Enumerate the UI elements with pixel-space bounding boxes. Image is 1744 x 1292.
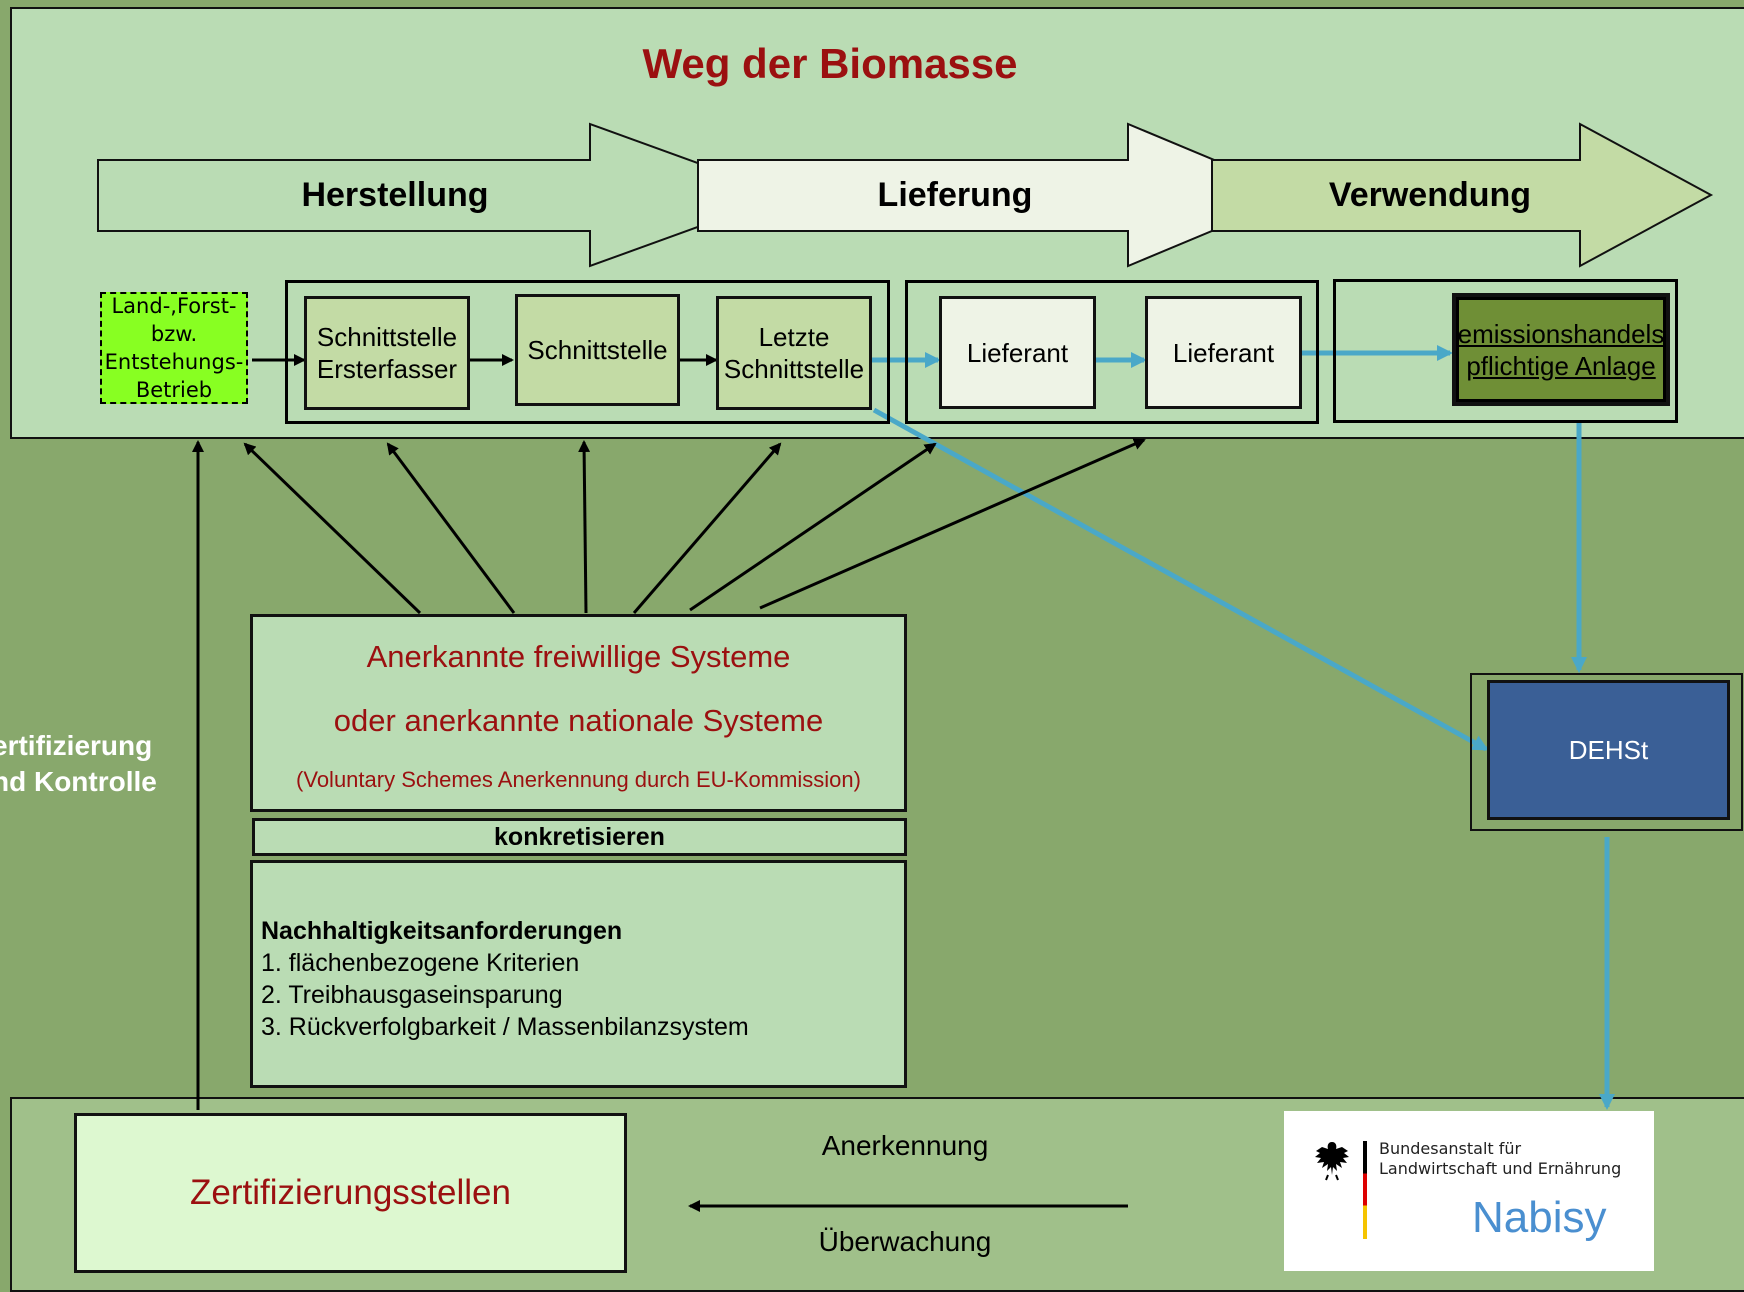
group-delivery (905, 280, 1319, 424)
konkretisieren-box: konkretisieren (252, 818, 907, 856)
group-use (1333, 279, 1678, 423)
schemes-line-1: Anerkannte freiwillige Systeme (366, 639, 791, 674)
requirement-item-2: 2. Treibhausgaseinsparung (261, 981, 563, 1009)
logo-institution-line-1: Bundesanstalt für (1379, 1139, 1522, 1158)
first-collector-line-1: Schnittstelle (316, 322, 458, 352)
last-interface-line-2: Schnittstelle (723, 354, 865, 384)
node-farm: Land-,Forst- bzw. Entstehungs- Betrieb (100, 292, 248, 404)
requirements-box: Nachhaltigkeitsanforderungen 1. flächenb… (250, 860, 907, 1088)
schemes-line-2: oder anerkannte nationale Systeme (333, 703, 824, 738)
group-production (285, 280, 890, 424)
control-arrow-4 (632, 442, 782, 614)
stage-label-use: Verwendung (1328, 176, 1532, 214)
side-label-line-2: nd Kontrolle (0, 766, 157, 797)
plant-line-1: emissionshandels (1457, 318, 1665, 349)
stage-label-production: Herstellung (301, 176, 489, 214)
control-arrow-6 (759, 438, 1146, 610)
node-last-interface: Letzte Schnittstelle (716, 296, 872, 410)
schemes-line-3: (Voluntary Schemes Anerkennung durch EU-… (296, 767, 861, 792)
arrow-last-to-dehst (872, 407, 1489, 752)
flag-bar (1363, 1141, 1367, 1239)
dehst-frame (1470, 673, 1743, 831)
recognition-label: Anerkennung (821, 1130, 989, 1161)
side-label: ertifizierung nd Kontrolle (0, 728, 192, 800)
logo-institution-line-2: Landwirtschaft und Ernährung (1379, 1159, 1622, 1178)
node-first-collector: Schnittstelle Ersterfasser (304, 296, 470, 410)
control-arrow-5 (689, 442, 937, 612)
node-supplier-2: Lieferant (1145, 296, 1302, 409)
logo-nabisy: Nabisy (1472, 1193, 1607, 1242)
control-arrow-3 (578, 440, 591, 614)
node-plant: emissionshandels pflichtige Anlage (1452, 293, 1670, 406)
farm-line-4: Betrieb (135, 378, 213, 402)
node-supplier-1: Lieferant (939, 296, 1096, 409)
side-label-line-1: ertifizierung (0, 730, 153, 761)
last-interface-line-1: Letzte (758, 322, 830, 352)
certifiers-box: Zertifizierungsstellen (74, 1113, 627, 1273)
dehst-box: DEHSt (1487, 680, 1730, 820)
stage-arrow-production (97, 122, 789, 268)
requirements-heading: Nachhaltigkeitsanforderungen (261, 917, 623, 945)
requirement-item-1: 1. flächenbezogene Kriterien (261, 949, 580, 977)
plant-line-2: pflichtige Anlage (1466, 350, 1656, 381)
node-interface: Schnittstelle (515, 294, 680, 406)
schemes-box: Anerkannte freiwillige Systeme oder aner… (250, 614, 907, 812)
stage-label-delivery: Lieferung (877, 176, 1033, 214)
first-collector-line-2: Ersterfasser (316, 354, 458, 384)
ble-nabisy-logo: Bundesanstalt für Landwirtschaft und Ern… (1284, 1111, 1654, 1271)
federal-eagle-icon (1315, 1142, 1349, 1181)
monitoring-label: Überwachung (818, 1226, 992, 1257)
farm-line-1: Land-,Forst- (111, 294, 237, 318)
logo-institution: Bundesanstalt für Landwirtschaft und Ern… (1379, 1139, 1621, 1179)
control-arrow-1 (243, 442, 422, 615)
control-arrow-2 (386, 442, 516, 614)
farm-line-3: Entstehungs- (104, 350, 244, 374)
diagram-title: Weg der Biomasse (642, 40, 1018, 87)
stage-arrow-use (1211, 122, 1714, 268)
farm-line-2: bzw. (150, 322, 198, 346)
requirement-item-3: 3. Rückverfolgbarkeit / Massenbilanzsyst… (261, 1013, 749, 1041)
